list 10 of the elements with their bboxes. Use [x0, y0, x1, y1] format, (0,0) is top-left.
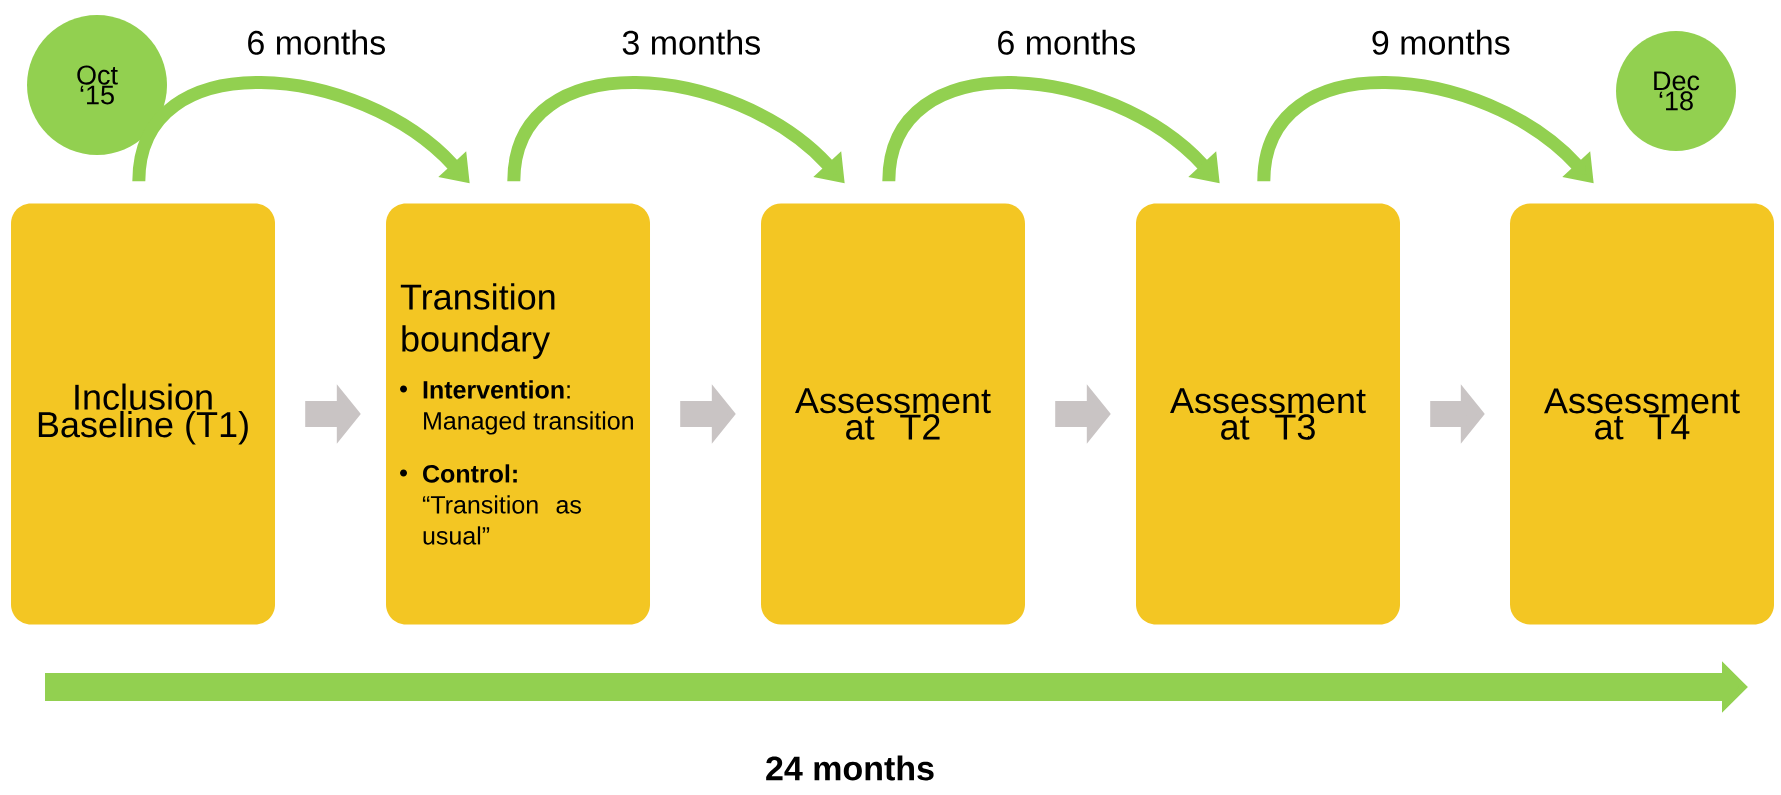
process-box: Inclusion Baseline (T1) [11, 203, 275, 625]
process-box: Assessment at T2 [761, 203, 1025, 625]
process-box: Transition boundary Intervention: Managed transition Control: “Transition as usual” [386, 203, 650, 625]
edge-label: 3 months [619, 27, 764, 57]
duration-label: 24 months [766, 755, 934, 781]
edge-label: 9 months [1368, 27, 1513, 57]
edge-label: 6 months [994, 27, 1139, 57]
edge-label: 6 months [244, 27, 389, 57]
process-box: Assessment at T4 [1510, 203, 1774, 625]
process-box: Assessment at T3 [1136, 203, 1400, 625]
